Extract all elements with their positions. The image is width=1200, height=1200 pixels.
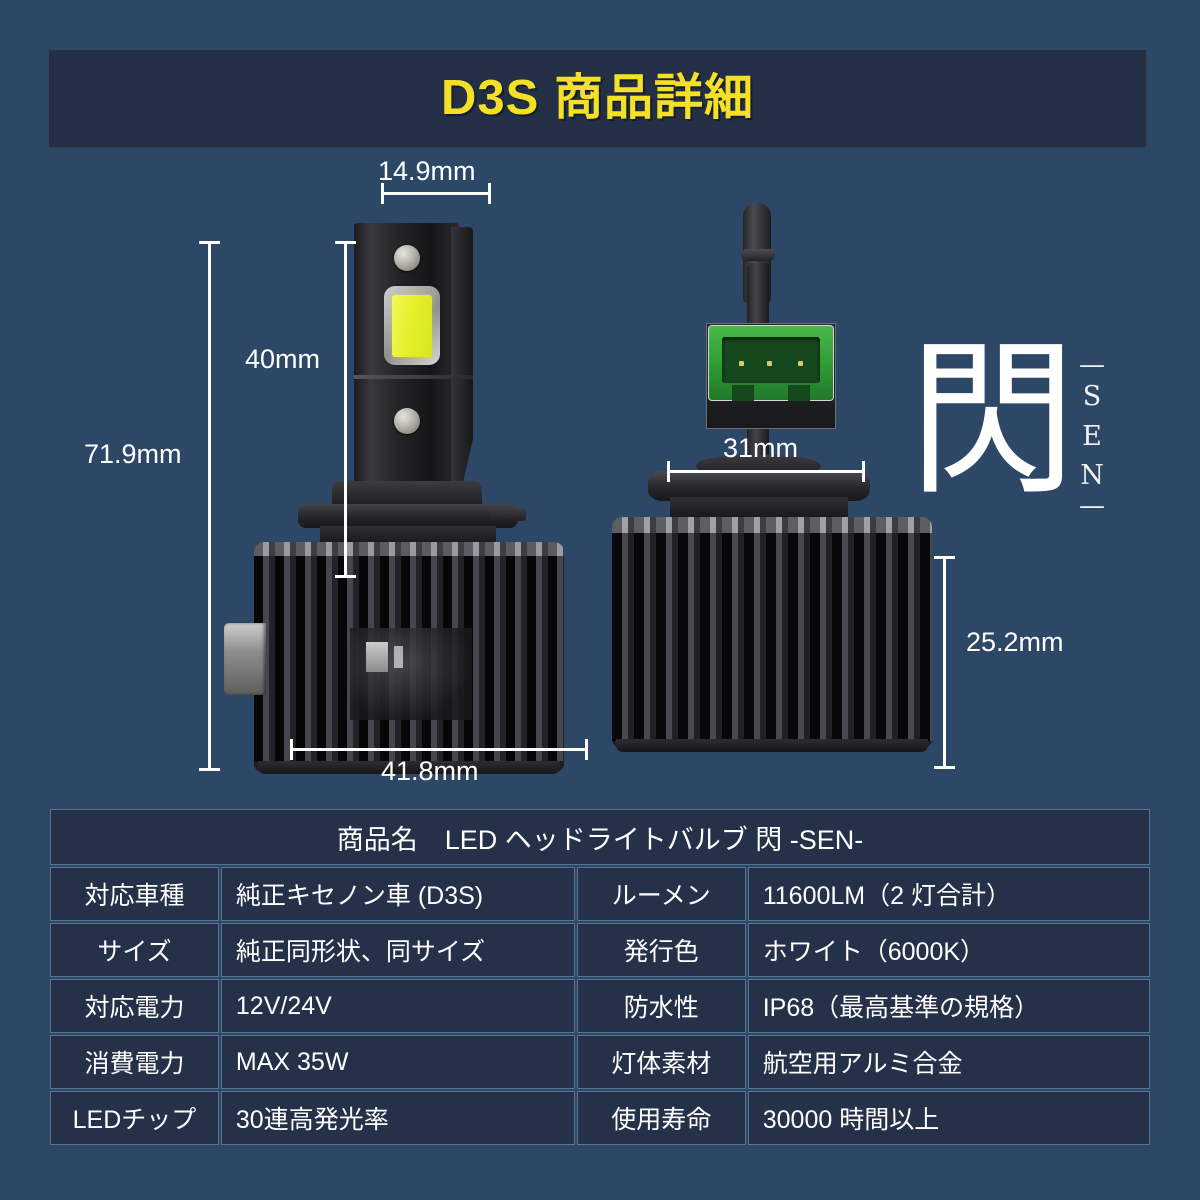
bulb-flange: [298, 504, 518, 528]
spec-label: 発行色: [576, 923, 746, 977]
brand-kanji-sen: 閃: [908, 322, 1077, 518]
dimension-line-width-top: [381, 183, 491, 204]
dimension-line-height-heatsink: [934, 556, 955, 769]
bulb-side-tab: [224, 623, 266, 695]
dimension-label-height-heatsink: 25.2mm: [966, 627, 1064, 657]
bulb-screw-bottom: [394, 408, 420, 434]
spec-value: 純正キセノン車 (D3S): [220, 867, 575, 921]
heatsink-highlight-2: [394, 646, 403, 668]
brand-dash-bottom: —: [1079, 490, 1107, 521]
spec-value: 30000 時間以上: [747, 1091, 1150, 1145]
bulb-rear-view-image: [608, 203, 948, 803]
product-name-cell: 商品名 LED ヘッドライトバルブ 閃 -SEN-: [50, 809, 1150, 865]
bulb-front-view-image: [224, 223, 592, 803]
bulb-base: [332, 481, 482, 507]
dimension-line-width-base: [290, 739, 588, 760]
connector-pin-1: [739, 361, 744, 366]
spec-label: 灯体素材: [576, 1035, 746, 1089]
spec-value: 11600LM（2 灯合計）: [747, 867, 1150, 921]
page-title-banner: D3S 商品詳細: [48, 49, 1147, 148]
specification-table: 商品名 LED ヘッドライトバルブ 閃 -SEN- 対応車種 純正キセノン車 (…: [48, 807, 1152, 1147]
connector-pin-3: [798, 361, 803, 366]
brand-letter-n: N: [1080, 459, 1106, 491]
connector-notch-2: [788, 385, 810, 401]
product-figure: 14.9mm 40mm 71.9mm 41.8mm 31mm 25.2mm 閃 …: [0, 148, 1200, 808]
table-row: 対応電力 12V/24V 防水性 IP68（最高基準の規格）: [50, 979, 1150, 1033]
led-chip: [392, 295, 432, 357]
bulb-stem-side: [451, 227, 473, 485]
brand-letter-s: S: [1082, 381, 1104, 413]
brand-logo: 閃 — S E N —: [905, 336, 1155, 574]
dimension-line-height-total: [199, 241, 220, 771]
dimension-line-height-emitter: [335, 241, 356, 578]
bulb-wire-ring-upper: [741, 249, 775, 261]
heatsink-rear: [612, 517, 932, 749]
spec-value: 12V/24V: [220, 979, 575, 1033]
table-row: 対応車種 純正キセノン車 (D3S) ルーメン 11600LM（2 灯合計）: [50, 867, 1150, 921]
spec-value: 純正同形状、同サイズ: [220, 923, 575, 977]
bulb-rear-flange: [648, 471, 870, 501]
bulb-seam: [354, 375, 473, 379]
dimension-label-width-base: 41.8mm: [381, 756, 479, 786]
heatsink-rear-foot: [616, 739, 928, 752]
brand-letter-e: E: [1082, 420, 1104, 452]
dimension-line-width-flange: [667, 461, 865, 482]
connector-pin-2: [767, 361, 772, 366]
table-row: LEDチップ 30連高発光率 使用寿命 30000 時間以上: [50, 1091, 1150, 1145]
spec-value: 30連高発光率: [220, 1091, 575, 1145]
bulb-flange-tab: [490, 508, 526, 521]
spec-value: IP68（最高基準の規格）: [747, 979, 1150, 1033]
spec-label: ルーメン: [576, 867, 746, 921]
heatsink-highlight: [366, 642, 388, 672]
spec-label: 対応電力: [50, 979, 219, 1033]
dimension-label-height-total: 71.9mm: [84, 439, 182, 469]
brand-dash-top: —: [1079, 350, 1107, 380]
bulb-screw-top: [394, 245, 420, 271]
spec-value: 航空用アルミ合金: [747, 1035, 1150, 1089]
spec-value: ホワイト（6000K）: [747, 923, 1150, 977]
spec-label: サイズ: [50, 923, 219, 977]
page-title: D3S 商品詳細: [441, 71, 754, 125]
bulb-rear-collar: [670, 497, 848, 519]
brand-romaji: — S E N —: [1070, 350, 1116, 521]
spec-value: MAX 35W: [220, 1035, 575, 1089]
dimension-label-width-top: 14.9mm: [378, 156, 476, 186]
connector-cavity: [722, 337, 820, 383]
table-row: 消費電力 MAX 35W 灯体素材 航空用アルミ合金: [50, 1035, 1150, 1089]
connector-notch-1: [732, 385, 754, 401]
spec-label: LEDチップ: [50, 1091, 219, 1145]
dimension-label-height-emitter: 40mm: [245, 344, 321, 374]
heatsink-rear-fin-tops: [612, 517, 932, 537]
bulb-collar: [320, 526, 496, 544]
heatsink-front: [254, 542, 564, 772]
spec-label: 対応車種: [50, 867, 219, 921]
spec-label: 防水性: [576, 979, 746, 1033]
table-row: サイズ 純正同形状、同サイズ 発行色 ホワイト（6000K）: [50, 923, 1150, 977]
table-header-row: 商品名 LED ヘッドライトバルブ 閃 -SEN-: [50, 809, 1150, 865]
heatsink-fin-tops: [254, 542, 564, 560]
spec-label: 消費電力: [50, 1035, 219, 1089]
heatsink-rear-fins: [612, 533, 932, 741]
heatsink-foot: [258, 761, 560, 774]
dimension-label-width-flange: 31mm: [723, 433, 799, 463]
spec-label: 使用寿命: [576, 1091, 746, 1145]
